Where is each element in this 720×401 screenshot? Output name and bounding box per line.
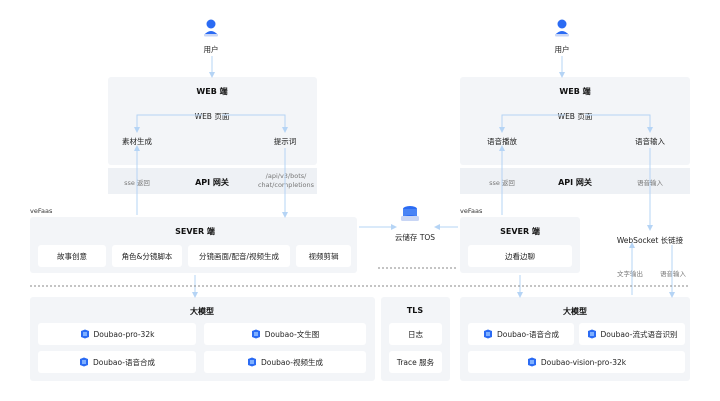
right-web-title: WEB 端: [559, 87, 591, 96]
user-icon: [204, 19, 218, 37]
tls-trace: Trace 服务: [389, 351, 442, 373]
tls-title: TLS: [406, 306, 424, 315]
left-web-title: WEB 端: [196, 87, 228, 96]
websocket-label: WebSocket 长链接: [616, 236, 684, 245]
left-user: 用户: [191, 18, 231, 55]
left-material-gen: 素材生成: [122, 137, 152, 146]
server-item-watch-chat: 边看边聊: [468, 245, 572, 267]
right-user: 用户: [542, 18, 582, 55]
server-item-story: 故事创意: [38, 245, 106, 267]
doubao-icon: [587, 329, 596, 339]
right-user-label: 用户: [554, 45, 570, 54]
model-label: Doubao-语音合成: [93, 357, 155, 367]
doubao-icon: [248, 357, 257, 367]
right-voice-input: 语音输入: [635, 137, 665, 146]
model-doubao-pro-32k: Doubao-pro-32k: [38, 323, 196, 345]
left-api-path-2: chat/completions: [257, 181, 315, 189]
right-api-strip: [460, 168, 690, 194]
model-doubao-text-to-image: Doubao-文生图: [204, 323, 366, 345]
left-vefaas: veFaas: [30, 207, 53, 215]
left-api-path-1: /api/v3/bots/: [265, 172, 307, 180]
server-item-editing: 视频剪辑: [296, 245, 351, 267]
doubao-icon: [251, 329, 260, 339]
text-output-label: 文字输出: [617, 270, 643, 278]
right-model-title: 大模型: [563, 307, 587, 316]
model-doubao-tts-right: Doubao-语音合成: [468, 323, 574, 345]
model-doubao-tts: Doubao-语音合成: [38, 351, 196, 373]
doubao-icon: [80, 357, 89, 367]
right-vefaas: veFaas: [460, 207, 483, 215]
model-doubao-vision: Doubao-vision-pro-32k: [468, 351, 685, 373]
model-doubao-asr: Doubao-流式语音识别: [579, 323, 685, 345]
server-item-script: 角色&分镜脚本: [112, 245, 182, 267]
doubao-icon: [527, 357, 536, 367]
model-label: Doubao-pro-32k: [93, 329, 155, 339]
left-user-label: 用户: [203, 45, 219, 54]
left-model-title: 大模型: [190, 307, 214, 316]
model-doubao-video-gen: Doubao-视频生成: [204, 351, 366, 373]
right-web-page: WEB 页面: [557, 112, 593, 121]
voice-input-label-2: 语音输入: [660, 270, 686, 278]
left-web-panel: [108, 77, 317, 165]
storage-icon: [400, 205, 420, 227]
user-icon: [555, 19, 569, 37]
right-web-panel: [460, 77, 690, 165]
left-prompt-word: 提示词: [273, 137, 297, 146]
server-item-generation: 分镜画面/配音/视频生成: [188, 245, 290, 267]
storage-label: 云储存 TOS: [394, 233, 436, 242]
right-voice-play: 语音播放: [487, 137, 517, 146]
doubao-icon: [80, 329, 89, 339]
model-label: Doubao-vision-pro-32k: [540, 357, 627, 367]
left-api-strip: [108, 168, 317, 194]
model-label: Doubao-文生图: [264, 329, 320, 339]
model-label: Doubao-视频生成: [261, 357, 323, 367]
left-web-page: WEB 页面: [194, 112, 230, 121]
left-api-gateway: API 网关: [195, 178, 229, 187]
tls-log: 日志: [389, 323, 442, 345]
doubao-icon: [484, 329, 493, 339]
left-server-title: SEVER 端: [175, 227, 215, 236]
model-label: Doubao-流式语音识别: [600, 329, 678, 339]
right-server-title: SEVER 端: [500, 227, 540, 236]
right-api-gateway: API 网关: [558, 178, 592, 187]
model-label: Doubao-语音合成: [497, 329, 559, 339]
